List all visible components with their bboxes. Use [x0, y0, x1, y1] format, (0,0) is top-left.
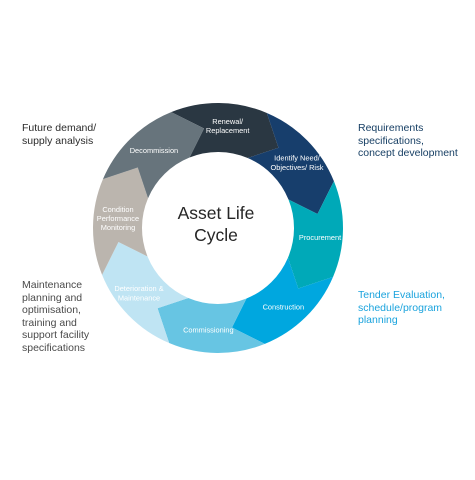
center-title-line-1: Asset Life: [178, 203, 255, 223]
note-future-demand: Future demand/ supply analysis: [22, 122, 97, 147]
center-title-line-2: Cycle: [194, 225, 238, 245]
segment-procurement: [287, 181, 344, 289]
note-tender-evaluation: Tender Evaluation, schedule/program plan…: [358, 289, 445, 326]
segment-decommission: [102, 112, 205, 199]
segment-label-procurement: Procurement: [299, 233, 341, 242]
note-maintenance-planning: Maintenance planning and optimisation, t…: [22, 279, 90, 354]
segment-commissioning: [157, 297, 265, 354]
segment-label-commissioning: Commissioning: [183, 326, 234, 335]
segment-label-identify-need: Identify Need/Objectives/ Risk: [270, 154, 323, 172]
segment-deterioration: [102, 241, 189, 344]
note-requirements: Requirements specifications, concept dev…: [358, 122, 458, 159]
segment-label-renewal: Renewal/Replacement: [206, 117, 250, 135]
segment-label-decommission: Decommission: [130, 146, 178, 155]
segment-condition: [92, 167, 149, 275]
segment-label-deterioration: Deterioration &Maintenance: [114, 284, 163, 302]
segment-label-construction: Construction: [263, 302, 305, 311]
segment-identify-need: [247, 112, 334, 215]
segment-construction: [231, 257, 334, 344]
segment-renewal: [171, 102, 279, 159]
